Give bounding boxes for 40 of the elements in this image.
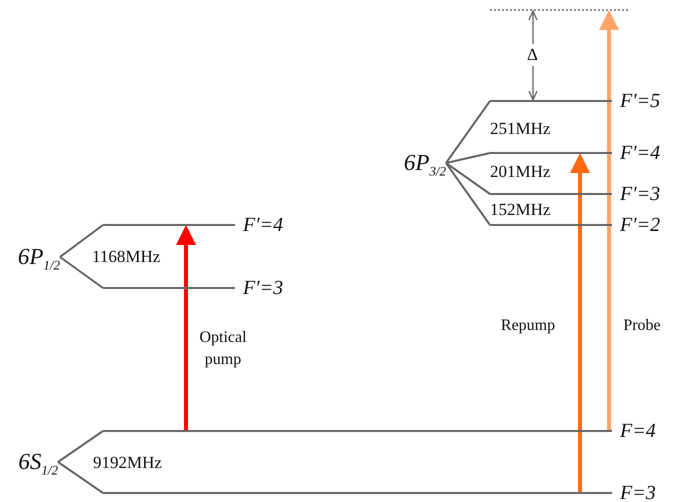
splitting-line: [445, 162, 491, 195]
level-label: F′=4: [620, 141, 660, 165]
energy-level-line: [490, 193, 612, 195]
transition-arrow: [570, 153, 590, 493]
energy-level-line: [103, 287, 235, 289]
splitting-line: [59, 256, 104, 289]
edge-label: Repump: [500, 316, 556, 336]
level-label: F=3: [620, 481, 656, 502]
term-label: 6P$_{1/2}$: [4, 242, 60, 272]
term-label: 6S$_{1/2}$: [2, 447, 58, 477]
level-label: F′=4: [243, 213, 284, 237]
splitting-line: [445, 162, 491, 226]
level-label: F′=2: [620, 213, 660, 237]
energy-level-line: [490, 152, 612, 154]
splitting-label: 152MHz: [490, 199, 550, 221]
splitting-line: [57, 461, 104, 494]
level-label: F′=3: [243, 276, 284, 300]
energy-level-line: [103, 224, 235, 226]
level-label: F′=5: [620, 89, 660, 113]
level-label: F′=3: [620, 182, 660, 206]
splitting-line: [445, 100, 491, 164]
energy-level-line: [103, 492, 612, 494]
splitting-label: 201MHz: [490, 161, 550, 183]
transition-arrow: [176, 225, 196, 431]
splitting-label: 1168MHz: [92, 246, 160, 268]
splitting-label: 9192MHz: [93, 452, 162, 474]
energy-level-line: [490, 100, 612, 102]
energy-level-line: [103, 430, 612, 432]
transition-arrow: [599, 10, 619, 431]
splitting-line: [59, 224, 104, 258]
level-label: F=4: [620, 419, 656, 443]
virtual-level-line: [490, 9, 628, 11]
edge-label: Probe: [622, 316, 662, 336]
energy-level-line: [490, 224, 612, 226]
splitting-label: 251MHz: [490, 118, 550, 140]
splitting-line: [446, 152, 490, 164]
splitting-line: [57, 430, 104, 463]
detuning-label: Δ: [527, 44, 538, 66]
term-label: 6P$_{3/2}$: [390, 148, 446, 178]
edge-label: Optical pump: [198, 328, 248, 370]
